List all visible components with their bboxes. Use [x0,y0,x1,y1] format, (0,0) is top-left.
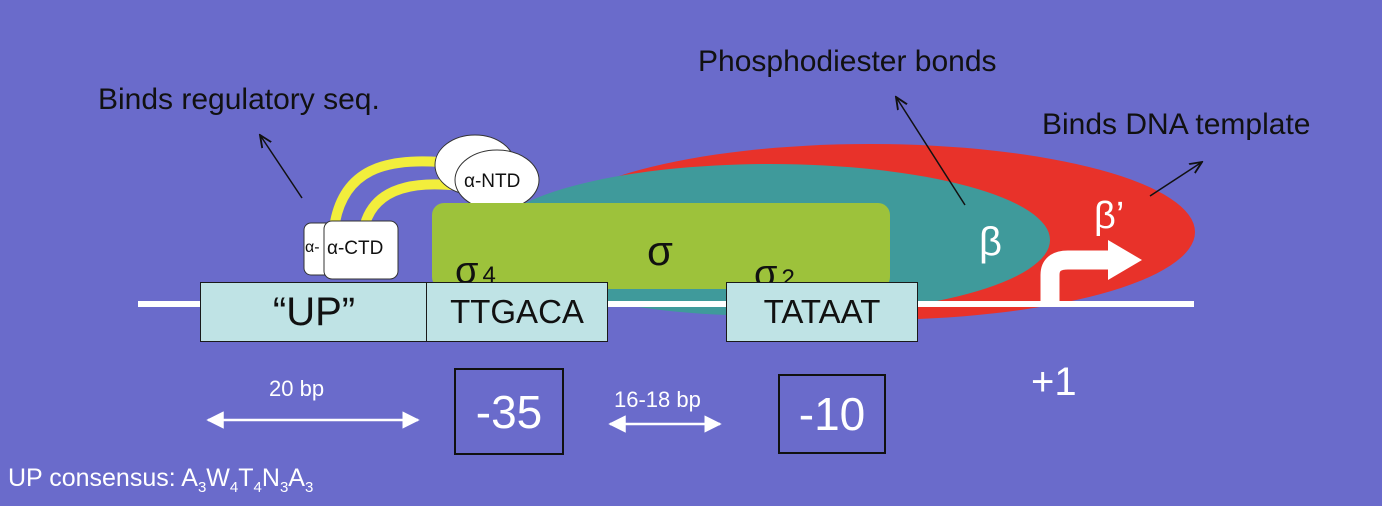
plus1-label: +1 [1031,360,1077,404]
alpha-ntd-label: α-NTD [464,171,521,192]
linker-front [330,156,445,227]
consensus-base: T [238,464,254,492]
tss-arrow-icon [1040,250,1112,304]
minus10-number-box: -10 [778,374,886,454]
minus35-box: TTGACA [426,282,608,342]
spacing-20bp-label: 20 bp [269,376,325,401]
tataat-label: TATAAT [763,293,881,330]
sigma-factor [432,203,890,289]
sigma4-symbol: σ [455,250,479,292]
dna-template-label: Binds DNA template [1042,108,1311,141]
ttgaca-label: TTGACA [450,293,584,330]
consensus-sub: 4 [229,479,239,496]
minus35-number: -35 [475,385,543,438]
alpha-small-label: α- [305,239,320,256]
tss-arrowhead-icon [1108,240,1142,280]
minus10-number: -10 [798,388,866,440]
up-element-box: “UP” [200,282,428,342]
phosphodiester-pointer-arrow [896,97,966,206]
sigma-label: σ [647,227,673,274]
consensus-prefix: UP consensus: [8,464,182,492]
consensus-base: N [261,464,280,492]
beta-label: β [979,220,1003,264]
consensus-base: A [288,464,305,492]
beta-prime-label: β’ [1094,195,1125,237]
regulatory-label: Binds regulatory seq. [98,83,380,116]
alpha-ctd-front [323,220,399,280]
linker-back [360,179,465,229]
minus10-box: TATAAT [726,282,918,342]
consensus-sub: 3 [279,479,289,496]
alpha-ctd-label: α-CTD [327,238,384,259]
consensus-base: W [206,464,230,492]
consensus-base: A [181,464,198,492]
up-element-label: “UP” [272,289,356,334]
phosphodiester-label: Phosphodiester bonds [698,45,997,78]
template-pointer-arrow [1149,162,1202,197]
sigma4-subscript: 4 [482,262,496,289]
regulatory-pointer-arrow [260,135,303,199]
minus35-number-box: -35 [454,368,564,455]
consensus-sub: 3 [304,479,314,496]
consensus-sub: 3 [197,479,207,496]
spacing-16-18bp-label: 16-18 bp [614,387,701,412]
consensus-sub: 4 [253,479,262,496]
up-consensus-text: UP consensus: A3W4T4N3A3 [8,464,314,496]
